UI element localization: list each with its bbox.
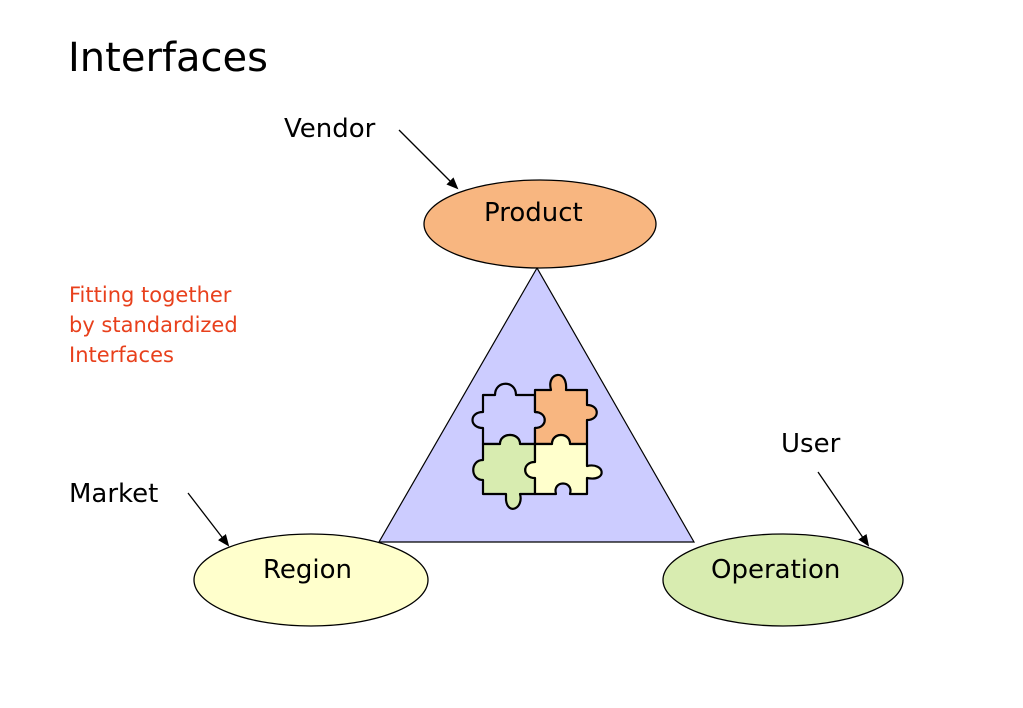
user-label: User bbox=[781, 429, 841, 459]
puzzle-piece-green bbox=[472, 433, 537, 510]
puzzle-piece-yellow bbox=[524, 433, 603, 496]
operation-label: Operation bbox=[711, 555, 841, 585]
note-line-3: Interfaces bbox=[69, 343, 174, 367]
page-title: Interfaces bbox=[68, 35, 268, 81]
puzzle-pieces-icon bbox=[471, 373, 603, 510]
note-line-2: by standardized bbox=[69, 313, 238, 337]
note-line-1: Fitting together bbox=[69, 283, 232, 307]
product-label: Product bbox=[484, 198, 583, 228]
vendor-label: Vendor bbox=[284, 114, 376, 144]
fitting-note: Fitting together by standardized Interfa… bbox=[69, 280, 238, 370]
region-node bbox=[193, 533, 429, 627]
user-arrow bbox=[817, 471, 870, 547]
market-arrow bbox=[187, 492, 230, 547]
market-label: Market bbox=[69, 479, 159, 509]
operation-node bbox=[662, 533, 904, 627]
region-label: Region bbox=[263, 555, 353, 585]
vendor-arrow bbox=[398, 129, 459, 190]
product-node bbox=[423, 179, 657, 269]
